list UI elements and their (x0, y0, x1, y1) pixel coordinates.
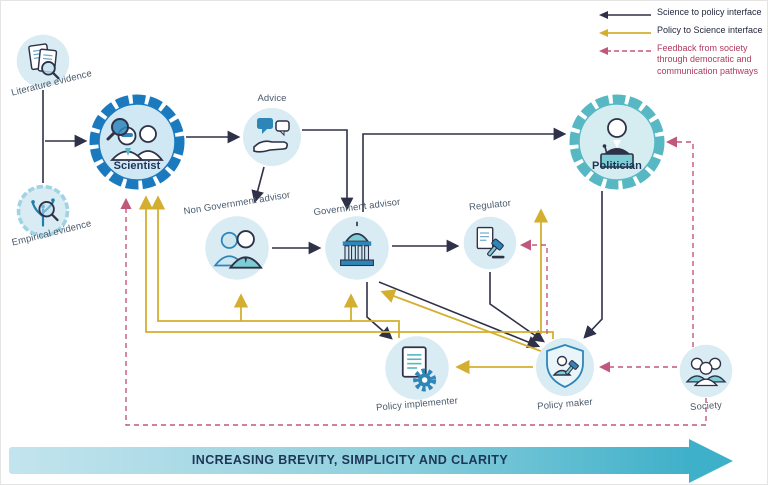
society-icon (679, 344, 733, 398)
node-policy-maker (533, 335, 597, 404)
literature-evidence-icon (16, 34, 70, 88)
clarity-banner-bar (9, 447, 691, 474)
arrow-regulator-to-policy-maker (489, 272, 545, 343)
arrow-advice-to-gov-advisor (302, 129, 354, 211)
government-advisor-icon (325, 216, 389, 280)
arrow-policy-maker-to-scientist (138, 195, 554, 339)
scientist-label: Scientist (113, 160, 161, 172)
node-empirical-evidence (14, 182, 72, 245)
legend-item-society-feedback: Feedback from society through democratic… (597, 43, 767, 77)
policy-to-science-arrow-icon (599, 29, 651, 37)
legend-item-science-to-policy: Science to policy interface (597, 7, 767, 21)
arrow-politician-to-policy-maker (583, 191, 603, 339)
empirical-evidence-icon (16, 184, 70, 238)
node-scientist (87, 92, 187, 197)
society-feedback-arrow-icon (599, 47, 651, 55)
arrow-society-to-scientist (120, 197, 707, 426)
science-to-policy-arrow-icon (599, 11, 651, 19)
clarity-banner: INCREASING BREVITY, SIMPLICITY AND CLARI… (1, 439, 767, 483)
scientist-icon (89, 94, 185, 190)
node-politician (567, 92, 667, 197)
legend-item-policy-to-science: Policy to Science interface (597, 25, 767, 39)
arrow-gov-advisor-to-politician (362, 127, 567, 212)
node-regulator (461, 214, 519, 277)
legend: Science to policy interface Policy to Sc… (597, 7, 767, 81)
legend-label-society-feedback: Feedback from society through democratic… (657, 43, 759, 76)
clarity-banner-text: INCREASING BREVITY, SIMPLICITY AND CLARI… (191, 453, 509, 467)
arrow-society-to-regulator (519, 239, 548, 334)
arrow-policy-maker-to-gov-advisor (380, 289, 547, 354)
node-government-advisor (322, 213, 392, 288)
non-government-advisor-icon (205, 216, 269, 280)
node-society (677, 342, 735, 405)
node-advice (240, 105, 304, 174)
arrow-gov-advisor-to-policy-implementer (366, 282, 393, 340)
clarity-banner-arrowhead-icon (689, 439, 733, 483)
advice-label: Advice (257, 93, 287, 104)
legend-label-policy-to-science: Policy to Science interface (657, 25, 763, 35)
regulator-icon (463, 216, 517, 270)
node-literature-evidence (14, 32, 72, 95)
politician-icon (569, 94, 665, 190)
node-policy-implementer (382, 333, 452, 408)
arrow-policy-implementer-to-scientist (150, 195, 400, 338)
advice-icon (243, 108, 301, 166)
node-non-government-advisor (202, 213, 272, 288)
policy-maker-icon (536, 338, 594, 396)
arrow-gov-advisor-to-policy-maker (378, 281, 541, 349)
legend-label-science-to-policy: Science to policy interface (657, 7, 762, 17)
arrow-society-to-politician (665, 136, 694, 347)
arrow-advice-to-nongov-advisor (251, 166, 265, 204)
politician-label: Politician (592, 160, 642, 172)
policy-implementer-icon (385, 336, 449, 400)
